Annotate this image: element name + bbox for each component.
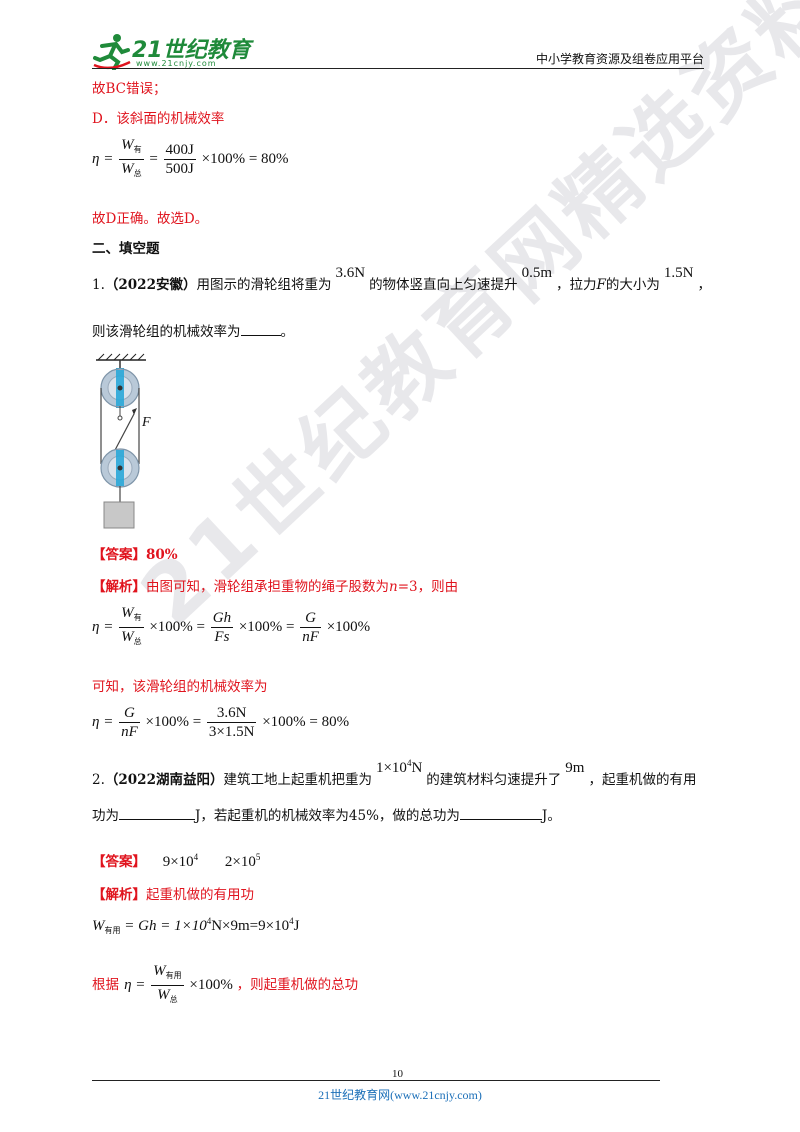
answer-1: 【答案】80% [92, 547, 178, 563]
answer-blank[interactable] [240, 322, 281, 336]
section-title: 二、填空题 [92, 241, 160, 257]
analysis-2: 【解析】起重机做的有用功 [92, 887, 254, 903]
force-label: F [141, 415, 151, 430]
header-logo: 21世纪教育 www.21cnjy.com [92, 32, 262, 74]
equation-efficiency-d: η = W有 W总 = 400J 500J ×100% = 80% [92, 136, 289, 183]
question-1-line2: 则该滑轮组的机械效率为。 [92, 322, 294, 340]
answer-blank-total-work[interactable] [459, 806, 542, 820]
header-rule [92, 68, 704, 69]
fraction: 400J 500J [163, 142, 196, 177]
logo-url: www.21cnjy.com [136, 59, 217, 68]
answer-blank-useful-work[interactable] [119, 806, 195, 820]
eq-lhs: η = [92, 150, 114, 167]
footer-rule [92, 1080, 660, 1081]
footer-site-link[interactable]: 21世纪教育网(www.21cnjy.com) [318, 1088, 482, 1102]
question-2-line1: 2.（2022湖南益阳）建筑工地上起重机把重为1×104N的建筑材料匀速提升了9… [92, 758, 697, 788]
d-label: D．该斜面的机械效率 [92, 111, 225, 127]
conclusion-1: 可知，该滑轮组的机械效率为 [92, 679, 268, 695]
analysis-1: 【解析】由图可知，滑轮组承担重物的绳子股数为n=3，则由 [92, 579, 459, 595]
equation-useful-work: W有用 = Gh = 1×104N×9m=9×104J [92, 916, 300, 935]
fraction: W有 W总 [119, 137, 144, 178]
d-correct: 故D正确。故选D。 [92, 211, 209, 227]
runner-logo-icon [93, 34, 131, 70]
answer-2: 【答案】 9×104 2×105 [92, 852, 261, 870]
logo-text: 21世纪教育 [132, 38, 251, 63]
pulley-system-figure: F [96, 353, 151, 529]
bc-wrong: 故BC错误； [92, 81, 167, 97]
page-number: 10 [392, 1068, 403, 1080]
question-1-line1: 1.（2022安徽）用图示的滑轮组将重为3.6N的物体竖直向上匀速提升0.5m，… [92, 265, 711, 293]
platform-name: 中小学教育资源及组卷应用平台 [535, 52, 704, 66]
